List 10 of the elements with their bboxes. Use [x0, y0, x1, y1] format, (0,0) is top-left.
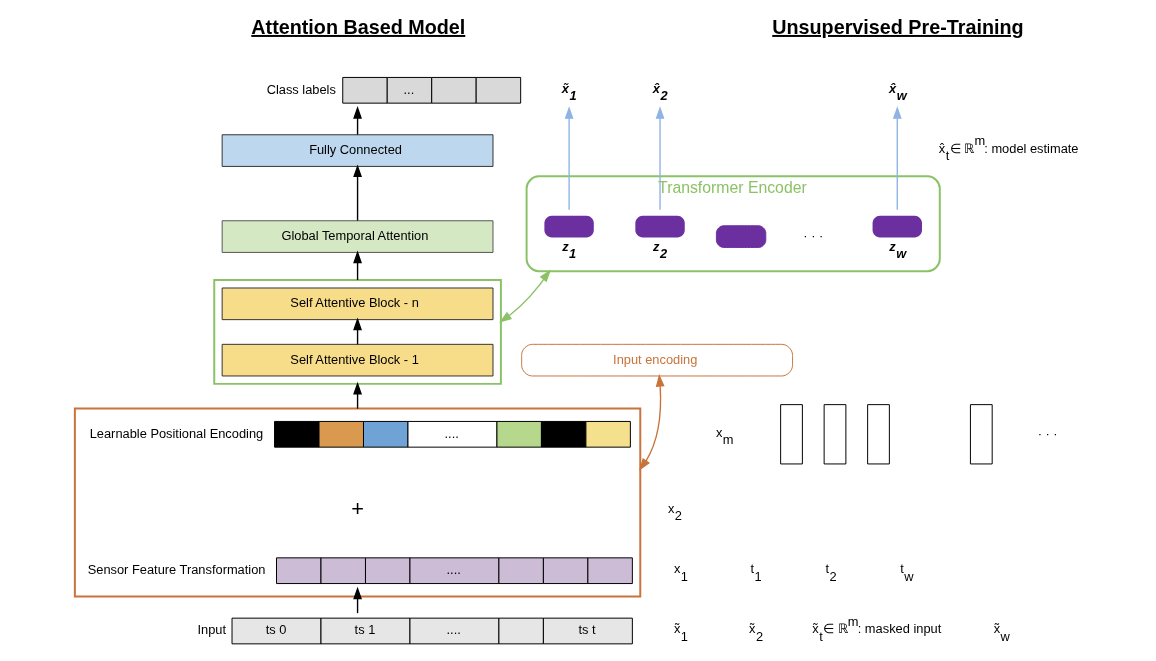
- label: +: [351, 495, 364, 521]
- label: Unsupervised Pre-Training: [772, 15, 1024, 38]
- node-label: Input: [197, 622, 227, 638]
- node-label: Class labels: [266, 81, 336, 97]
- node-text: ....: [444, 425, 459, 441]
- node-label: Sensor Feature Transformation: [87, 562, 266, 578]
- label: Attention Based Model: [251, 15, 466, 38]
- label: · · ·: [1037, 425, 1058, 441]
- label: · · ·: [803, 227, 824, 243]
- node-label: Learnable Positional Encoding: [89, 425, 264, 441]
